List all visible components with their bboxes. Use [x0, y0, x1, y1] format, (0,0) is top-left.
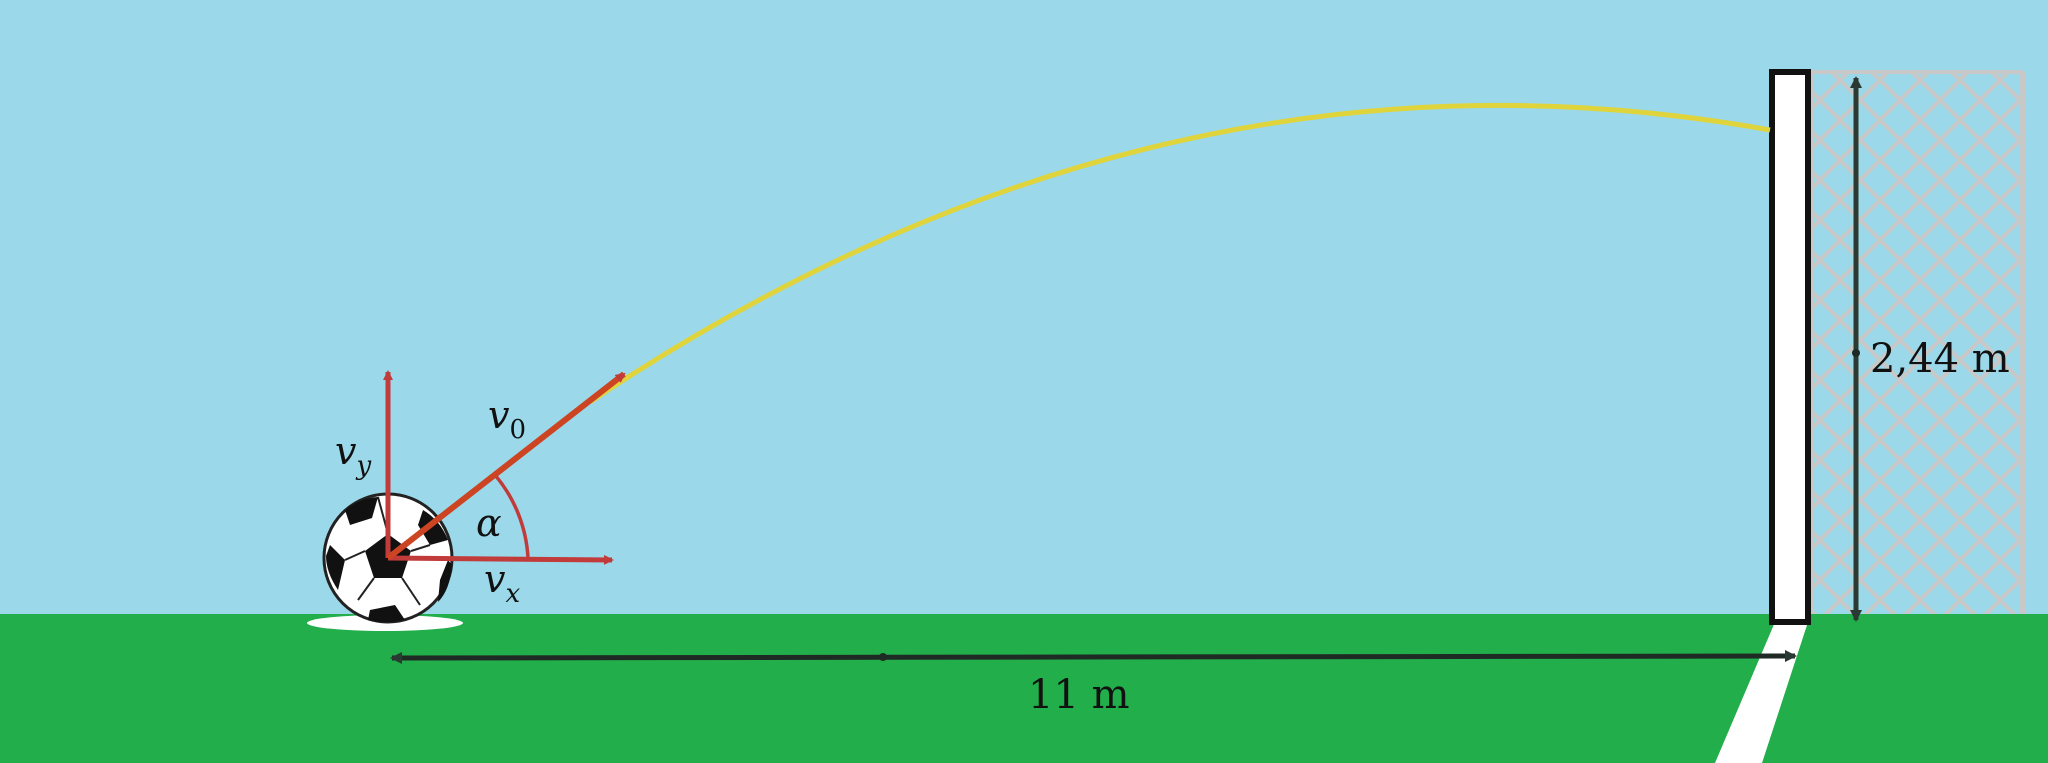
angle-alpha-arc — [493, 473, 530, 559]
sky — [0, 0, 2048, 614]
ball-trajectory — [588, 102, 1771, 405]
label-distance: 11 m — [1028, 672, 1130, 718]
label-v0: v0 — [488, 393, 526, 445]
label-vy: vy — [335, 429, 371, 481]
goal-net — [1810, 70, 2025, 625]
label-goal-height: 2,44 m — [1870, 336, 2010, 382]
label-vx: vx — [484, 557, 520, 609]
grass-field — [0, 614, 2048, 763]
distance-midpoint — [879, 653, 887, 661]
vector-v0 — [386, 371, 626, 561]
goal-height-midpoint — [1852, 349, 1860, 357]
goal-post — [1769, 69, 1811, 625]
vector-vx — [387, 554, 614, 565]
distance-arrow — [390, 650, 1797, 664]
label-alpha: α — [476, 501, 502, 545]
